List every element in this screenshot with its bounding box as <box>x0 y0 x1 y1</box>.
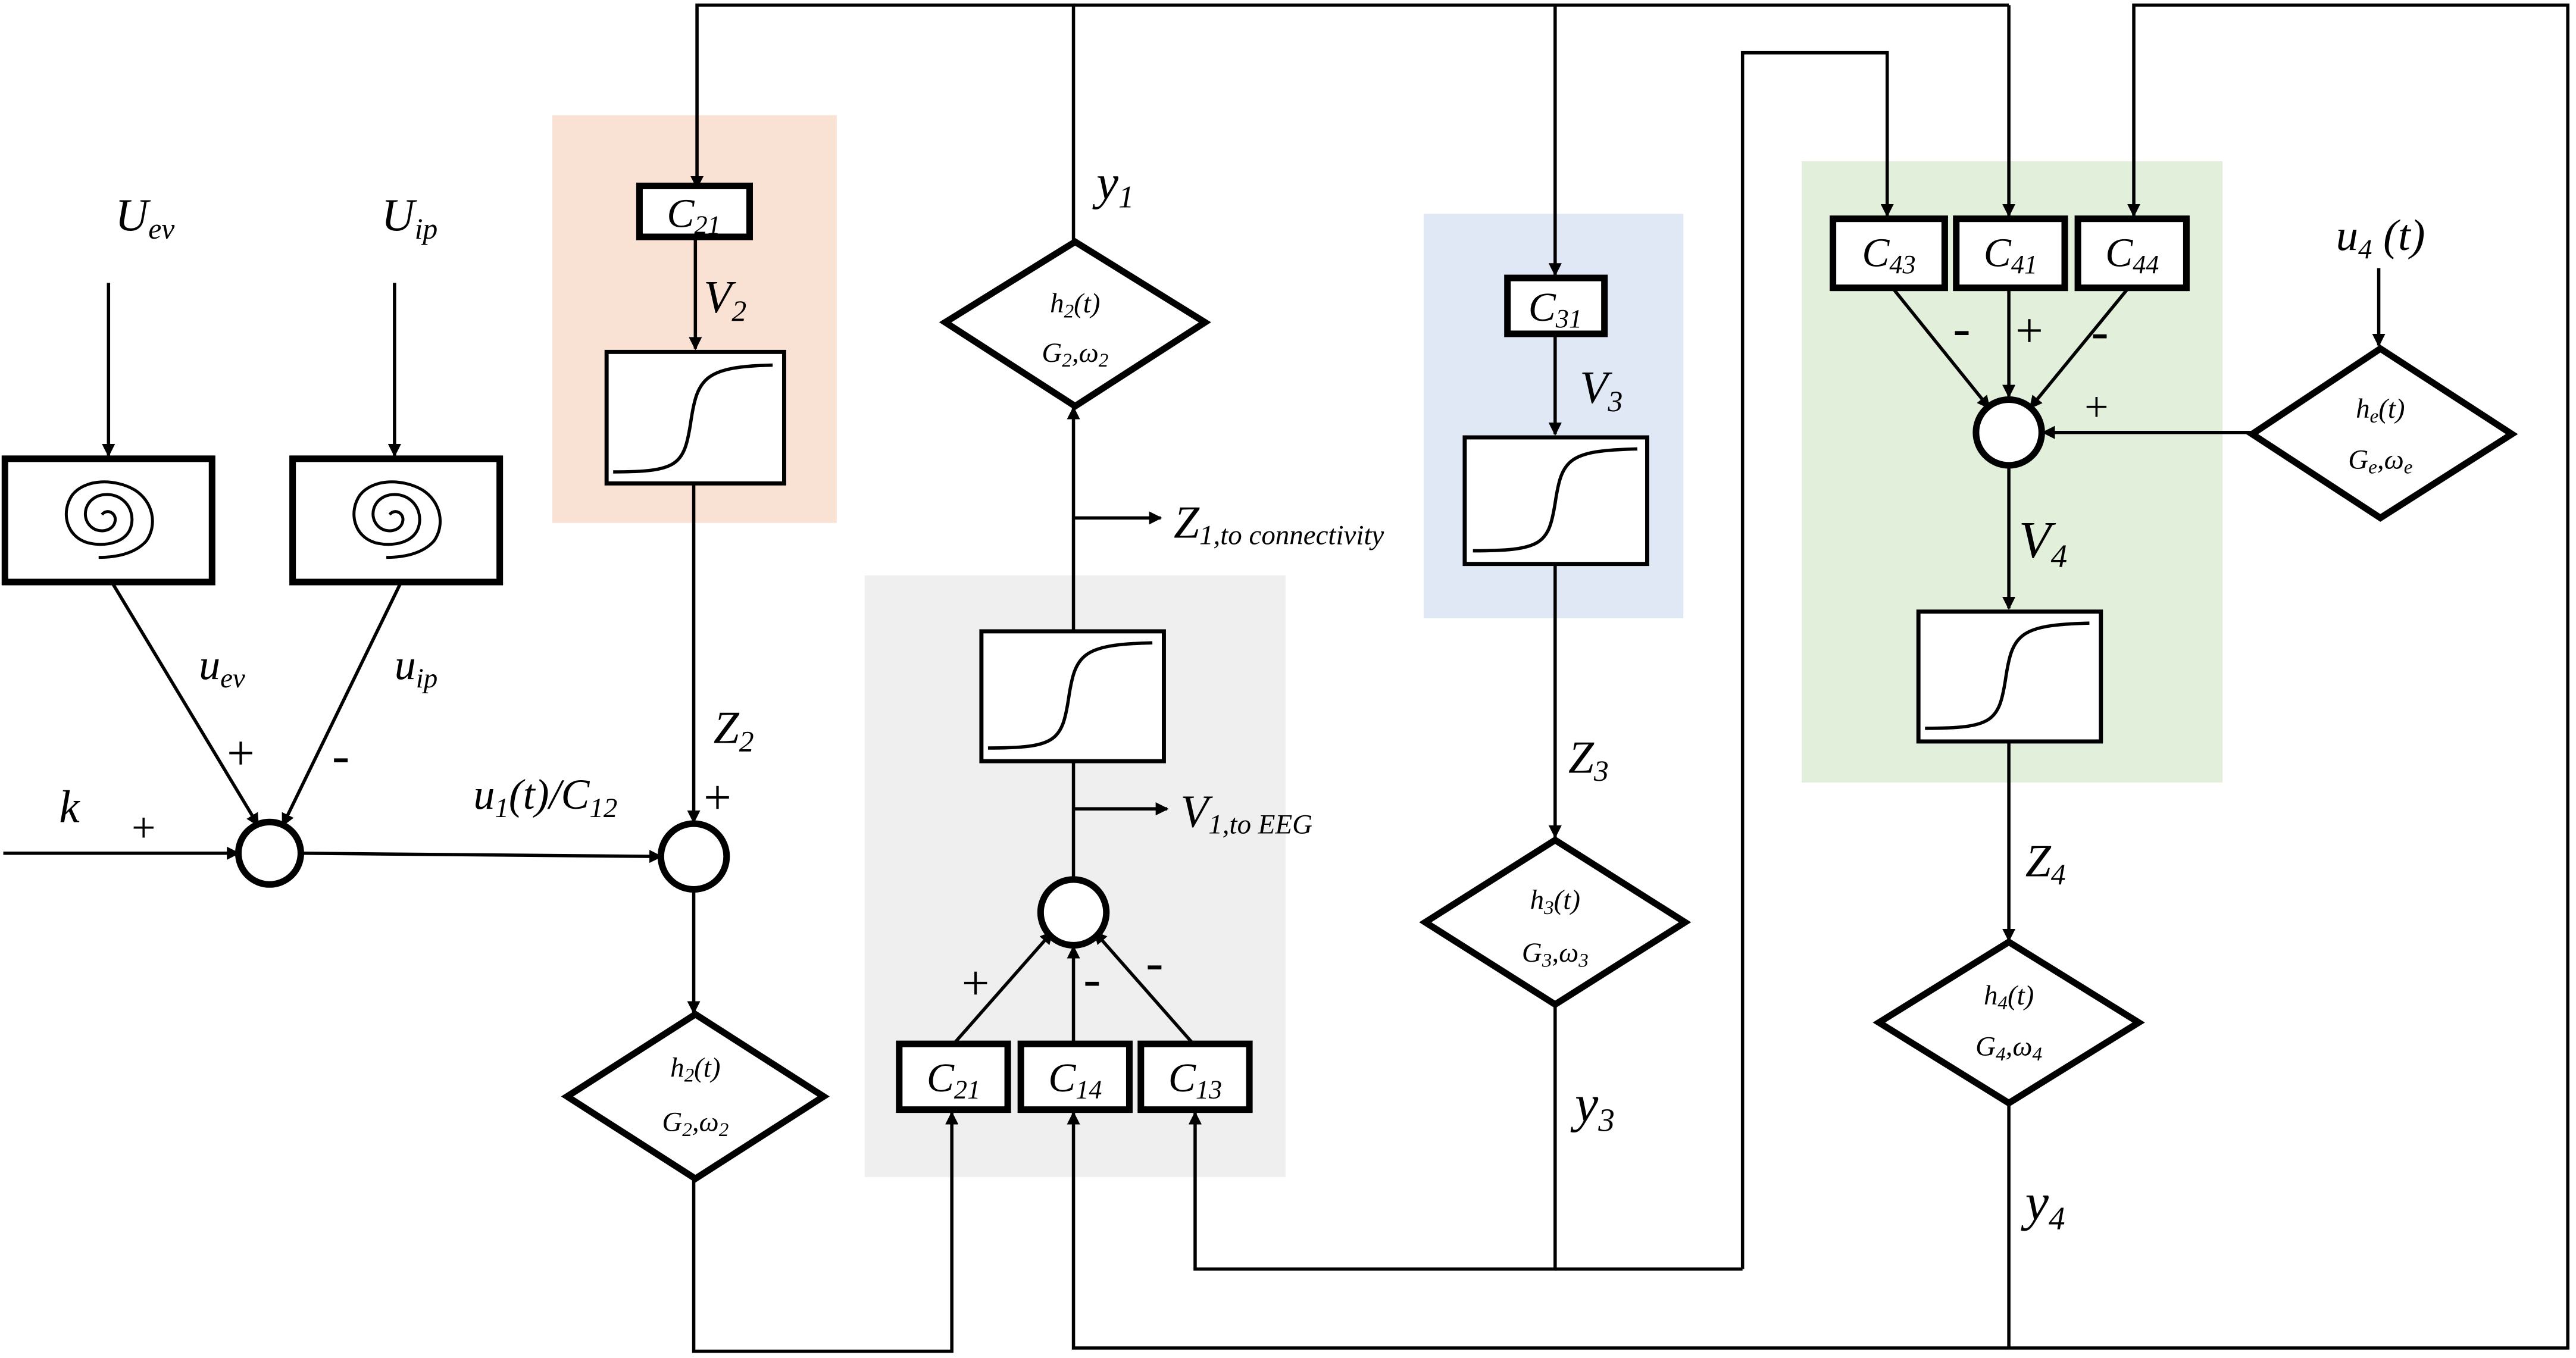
sign-c21-plus: + <box>962 956 990 1010</box>
c44-box <box>2074 215 2190 292</box>
c31-label: C31 <box>1528 284 1582 333</box>
sign-he-plus: + <box>2084 383 2109 430</box>
sigmoid-curve-icon <box>613 363 773 474</box>
oscillator-box-ip <box>289 455 504 586</box>
c21-bottom-box <box>896 1040 1011 1113</box>
signal-label-v1-eeg: V1,to EEG <box>1180 786 1312 840</box>
sign-z2-plus: + <box>704 769 731 824</box>
c14-box <box>1017 1040 1133 1113</box>
sigmoid-box-2 <box>604 349 786 486</box>
sign-c41-plus: + <box>2015 303 2043 358</box>
input-label-u4: u4 (t) <box>2336 211 2425 265</box>
c41-box <box>1953 215 2068 292</box>
c44-label: C44 <box>2105 230 2159 279</box>
c21-top-box <box>636 182 753 240</box>
sign-uip-minus: - <box>332 726 349 784</box>
input-label-u1: u1(t)/C12 <box>473 771 617 824</box>
sign-uev-plus: + <box>227 725 255 780</box>
summing-junction-1 <box>235 818 304 888</box>
signal-label-z3: Z3 <box>1568 731 1609 787</box>
sign-c44-minus: - <box>2091 302 2108 361</box>
h2-bottom-line1: h2(t) <box>670 1052 720 1086</box>
h2-top-line1: h2(t) <box>1050 288 1100 322</box>
connection-wires <box>3 3 2569 1353</box>
h2-top-line2: G2,ω2 <box>1042 337 1108 371</box>
oscillator-box-ev <box>1 455 215 586</box>
signal-label-y1: y1 <box>1092 155 1134 215</box>
sigmoid-box-4 <box>1916 609 2103 744</box>
signal-label-v2: V2 <box>704 271 746 327</box>
sigmoid-curve-icon <box>987 641 1153 750</box>
h3-line2: G3,ω3 <box>1522 937 1589 971</box>
c41-label: C41 <box>1984 230 2037 279</box>
signal-label-z1-connectivity: Z1,to connectivity <box>1174 496 1384 550</box>
he-line1: he(t) <box>2356 393 2405 427</box>
signal-label-z4: Z4 <box>2025 835 2066 891</box>
c43-label: C43 <box>1862 230 1915 279</box>
summing-junction-3 <box>1037 876 1110 949</box>
diamond-h3: h3(t) G3,ω3 <box>1419 836 1692 1009</box>
signal-label-z2: Z2 <box>714 702 754 758</box>
c31-box <box>1504 274 1608 337</box>
c13-box <box>1137 1040 1253 1113</box>
signal-label-y3: y3 <box>1570 1075 1615 1138</box>
input-label-u-ip: Uip <box>382 189 438 245</box>
c13-label: C13 <box>1168 1055 1222 1104</box>
c43-box <box>1830 215 1948 292</box>
signal-label-u-ip: uip <box>395 641 437 694</box>
he-line2: Ge,ωe <box>2348 444 2412 478</box>
signal-label-y4: y4 <box>2021 1174 2065 1237</box>
sign-c43-minus: - <box>1953 299 1970 357</box>
c14-label: C14 <box>1048 1055 1102 1104</box>
c21-bottom-label: C21 <box>927 1055 980 1104</box>
h2-bottom-line2: G2,ω2 <box>662 1107 729 1141</box>
h3-line1: h3(t) <box>1530 885 1580 919</box>
sign-c13-minus: - <box>1146 933 1163 991</box>
sign-c14-minus: - <box>1083 950 1101 1008</box>
c21-top-label: C21 <box>667 190 720 239</box>
sign-k-plus: + <box>132 803 156 851</box>
diamond-h2-bottom: h2(t) G2,ω2 <box>561 1010 830 1183</box>
h4-line1: h4(t) <box>1984 980 2034 1014</box>
summing-junction-2 <box>657 820 730 893</box>
signal-label-v4: V4 <box>2019 511 2068 575</box>
sigmoid-curve-icon <box>1925 621 2090 730</box>
diamond-he: he(t) Ge,ωe <box>2246 345 2518 522</box>
input-label-k: k <box>59 781 80 832</box>
diamond-h2-top: h2(t) G2,ω2 <box>939 237 1211 411</box>
sigmoid-curve-icon <box>1473 447 1637 553</box>
h4-line2: G4,ω4 <box>1975 1031 2042 1065</box>
summing-junction-4 <box>1972 396 2045 469</box>
signal-label-v3: V3 <box>1580 362 1622 418</box>
input-label-u-ev: Uev <box>115 189 175 245</box>
sigmoid-box-3 <box>1462 435 1649 567</box>
diamond-h4: h4(t) G4,ω4 <box>1872 938 2145 1107</box>
sigmoid-box-1 <box>979 629 1166 764</box>
signal-label-u-ev: uev <box>199 641 245 694</box>
